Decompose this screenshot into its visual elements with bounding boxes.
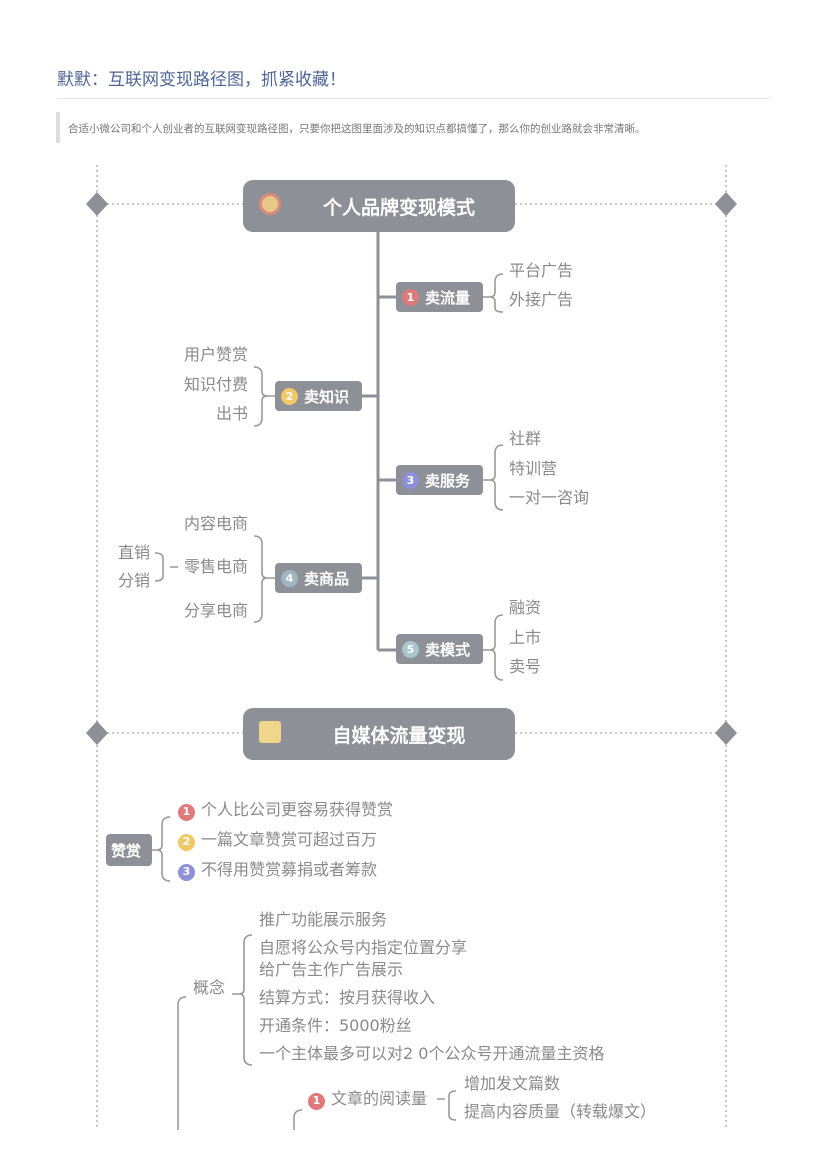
leaf: 一对一咨询	[509, 488, 590, 507]
leaf: 融资	[509, 598, 542, 617]
leaf: 一个主体最多可以对2 0个公众号开通流量主资格	[259, 1044, 605, 1063]
leaf: 内容电商	[183, 514, 248, 533]
number-badge: 3	[402, 471, 419, 489]
reading-node: 1 文章的阅读量	[308, 1089, 427, 1110]
node-sell-knowledge: 2 卖知识	[275, 381, 362, 411]
list-item: 1 个人比公司更容易获得赞赏	[178, 800, 393, 821]
number-badge: 2	[281, 387, 298, 405]
node-label: 卖商品	[304, 569, 350, 588]
leaf: 结算方式：按月获得收入	[259, 988, 436, 1007]
leaf: 卖号	[509, 657, 542, 676]
number-badge: 5	[402, 640, 419, 658]
leaf: 开通条件：5000粉丝	[259, 1016, 412, 1035]
divider	[57, 98, 770, 99]
leaf: 零售电商	[183, 557, 248, 576]
leaf: 推广功能展示服务	[259, 910, 388, 929]
leaf: 上市	[509, 628, 542, 647]
quote-text: 合适小微公司和个人创业者的互联网变现路径图，只要你把这图里面涉及的知识点都搞懂了…	[68, 123, 646, 135]
medal-icon	[259, 193, 281, 215]
number-badge: 1	[178, 803, 195, 821]
leaf: 平台广告	[509, 261, 574, 280]
section1-header: 个人品牌变现模式	[243, 180, 515, 232]
leaf: 增加发文篇数	[464, 1074, 561, 1093]
money-icon	[259, 721, 281, 743]
node-sell-model: 5 卖模式	[396, 634, 483, 664]
leaf: 特训营	[509, 459, 558, 478]
article-title: 默默：互联网变现路径图，抓紧收藏！	[57, 70, 346, 90]
leaf: 直销	[118, 543, 151, 562]
leaf: 给广告主作广告展示	[259, 960, 404, 979]
node-sell-goods: 4 卖商品	[275, 563, 362, 593]
node-label: 卖知识	[304, 387, 350, 406]
node-sell-traffic: 1 卖流量	[396, 282, 483, 312]
item-text: 文章的阅读量	[331, 1089, 428, 1108]
node-label: 卖服务	[425, 471, 471, 490]
node-reward: 赞赏	[106, 834, 152, 866]
number-badge: 1	[402, 288, 419, 306]
quote-bar	[56, 112, 60, 143]
leaf: 分销	[118, 571, 151, 590]
list-item: 3 不得用赞赏募捐或者筹款	[178, 860, 377, 881]
section2-header: 自媒体流量变现	[243, 708, 515, 760]
node-label: 卖流量	[425, 288, 471, 307]
node-label: 卖模式	[425, 640, 471, 659]
concept-label: 概念	[193, 978, 226, 997]
leaf: 出书	[215, 404, 248, 423]
leaf: 用户赞赏	[183, 345, 248, 364]
leaf: 分享电商	[183, 601, 248, 620]
list-item: 2 一篇文章赞赏可超过百万	[178, 830, 377, 851]
item-text: 个人比公司更容易获得赞赏	[201, 800, 394, 819]
item-text: 一篇文章赞赏可超过百万	[201, 830, 378, 849]
leaf: 社群	[509, 429, 542, 448]
section2-title: 自媒体流量变现	[332, 724, 466, 747]
leaf: 知识付费	[183, 375, 248, 394]
section1-title: 个人品牌变现模式	[322, 196, 475, 219]
leaf: 提高内容质量（转载爆文）	[464, 1102, 657, 1121]
leaf: 自愿将公众号内指定位置分享	[259, 938, 468, 957]
number-badge: 3	[178, 863, 195, 881]
node-label: 赞赏	[111, 841, 142, 860]
number-badge: 1	[308, 1092, 325, 1110]
item-text: 不得用赞赏募捐或者筹款	[201, 860, 378, 879]
leaf: 外接广告	[509, 290, 574, 309]
number-badge: 2	[178, 833, 195, 851]
node-sell-service: 3 卖服务	[396, 465, 483, 495]
number-badge: 4	[281, 569, 298, 587]
